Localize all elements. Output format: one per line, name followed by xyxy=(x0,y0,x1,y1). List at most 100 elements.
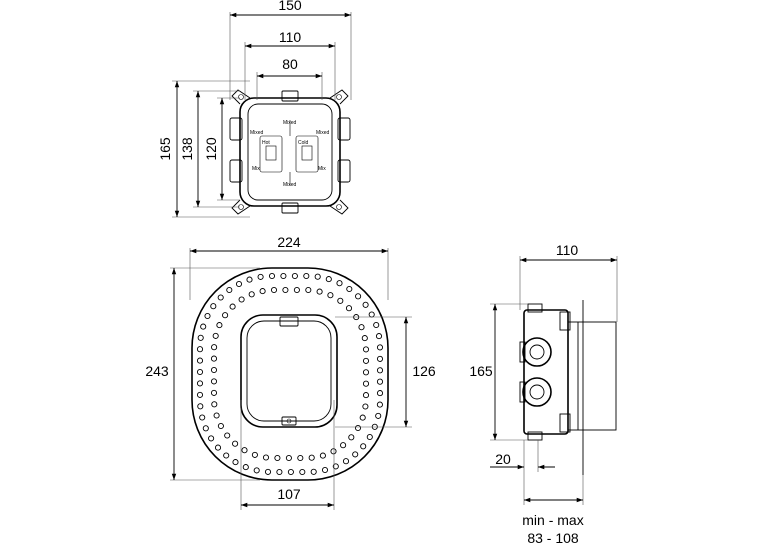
perforation-hole xyxy=(362,357,370,364)
perforation-hole xyxy=(354,424,362,432)
dim-label-110-side: 110 xyxy=(556,242,579,258)
port-right-lower xyxy=(337,159,351,183)
mounting-lug-top-left xyxy=(231,89,251,105)
perforation-hole xyxy=(196,391,204,398)
perforation-hole xyxy=(376,401,383,408)
perforation-hole xyxy=(362,301,369,308)
perforation-hole xyxy=(361,335,368,342)
perforation-hole xyxy=(210,355,218,362)
dim-label-80: 80 xyxy=(282,56,298,72)
valve-body-side xyxy=(519,300,617,475)
perforation-hole xyxy=(348,434,355,441)
valve-left-outline xyxy=(259,135,283,173)
dim-label-165-top: 165 xyxy=(157,137,173,161)
perforation-hole xyxy=(308,454,315,461)
perforation-hole xyxy=(229,303,236,310)
perforation-hole xyxy=(246,276,253,283)
clip-bottom xyxy=(281,202,299,214)
perforation-hole xyxy=(210,378,218,385)
perforation-hole xyxy=(214,444,222,451)
marking-bottom: Mixed xyxy=(283,182,297,188)
dimension-165-side: 165 xyxy=(469,303,528,441)
dimension-150: 150 xyxy=(229,0,352,100)
perforation-hole xyxy=(235,280,243,288)
perforation-hole xyxy=(332,463,339,470)
dimension-138: 138 xyxy=(179,90,240,208)
side-clip-top xyxy=(527,303,543,313)
dim-label-107: 107 xyxy=(277,486,301,502)
dimension-165-top: 165 xyxy=(157,80,250,218)
perforation-hole xyxy=(345,305,353,312)
cover-plate-outline xyxy=(191,267,389,481)
window-clip-bottom xyxy=(281,416,297,426)
perforation-hole xyxy=(259,288,266,295)
dim-label-min-max: min - max xyxy=(522,512,583,528)
perforation-hole xyxy=(280,272,287,280)
perforation-hole xyxy=(204,312,211,320)
marking-right-port: Mix xyxy=(318,166,326,172)
perforation-hole xyxy=(330,448,337,455)
perforation-hole xyxy=(223,452,230,459)
dimension-110-top: 110 xyxy=(244,29,336,100)
perforation-hole xyxy=(375,412,382,419)
perforation-hole xyxy=(321,466,329,474)
perforation-hole xyxy=(224,432,231,439)
perforation-hole xyxy=(262,454,270,461)
perforation-hole xyxy=(299,468,306,476)
perforation-hole xyxy=(248,291,255,298)
side-tab-bottom xyxy=(559,413,571,433)
perforation-hole xyxy=(305,286,312,294)
port-left-lower xyxy=(229,159,243,183)
front-view: 224 243 126 107 xyxy=(145,234,436,510)
perforation-hole xyxy=(210,366,218,374)
perforation-hole xyxy=(242,464,249,471)
dimension-110-side: 110 xyxy=(519,242,618,322)
mounting-box: Mixed Mixed Mixed Mixed Hot Cold Mix Mix xyxy=(229,89,351,215)
perforation-hole xyxy=(196,380,204,387)
dimension-224: 224 xyxy=(189,234,389,300)
port-upper-side xyxy=(519,337,552,367)
dim-label-150: 150 xyxy=(278,0,302,13)
perforation-hole xyxy=(268,272,276,280)
perforation-hole xyxy=(226,286,233,294)
perforation-hole xyxy=(314,273,321,280)
marking-top: Mixed xyxy=(283,120,297,126)
perforation-hole xyxy=(287,468,294,476)
perforation-hole xyxy=(232,459,239,466)
dimension-20: 20 xyxy=(490,440,555,472)
perforation-hole xyxy=(200,323,207,330)
perforation-hole xyxy=(342,458,350,465)
valve-left-core xyxy=(265,145,277,161)
perforation-hole xyxy=(336,280,343,287)
perforation-hole xyxy=(352,451,359,458)
marking-left-port: Mix xyxy=(252,166,260,172)
marking-left: Mixed xyxy=(250,130,264,136)
perforation-hole xyxy=(270,286,278,294)
mounting-lug-bottom-right xyxy=(329,199,349,215)
marking-right-inner: Cold xyxy=(298,140,309,146)
perforation-hole xyxy=(196,368,204,376)
perforation-hole xyxy=(291,272,298,280)
perforation-hole xyxy=(251,451,258,458)
perforation-hole xyxy=(211,344,218,351)
perforation-hole xyxy=(241,447,248,454)
port-left-upper xyxy=(229,117,243,141)
dimension-126: 126 xyxy=(335,316,436,428)
perforation-hole xyxy=(211,401,218,408)
mounting-lug-top-right xyxy=(329,89,349,105)
perforation-hole xyxy=(376,344,384,351)
perforation-hole xyxy=(327,292,334,299)
perforation-hole xyxy=(337,297,344,304)
perforation-hole xyxy=(316,288,323,295)
perforation-hole xyxy=(276,468,283,476)
dimension-243: 243 xyxy=(145,267,260,481)
perforation-hole xyxy=(196,346,204,353)
perforation-hole xyxy=(366,433,373,441)
marking-right: Mixed xyxy=(316,130,330,136)
perforation-hole xyxy=(355,293,362,300)
dimension-min-max: min - max 83 - 108 xyxy=(522,472,584,545)
dim-label-224: 224 xyxy=(277,234,301,250)
perforation-hole xyxy=(216,322,223,329)
perforation-hole xyxy=(202,425,209,432)
